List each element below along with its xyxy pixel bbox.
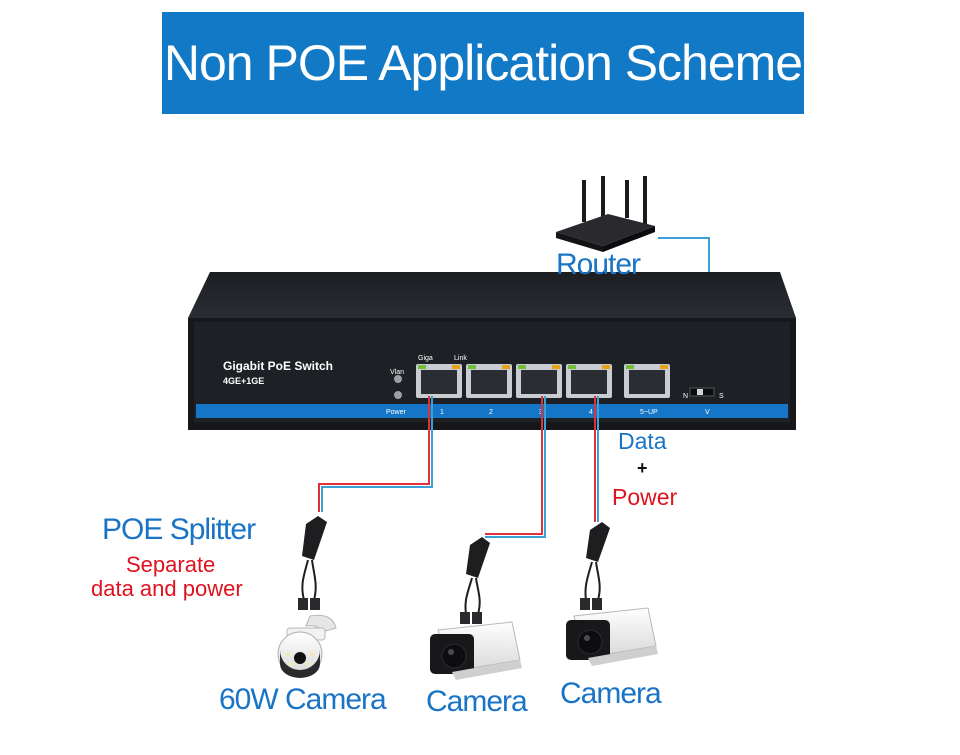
port-5-icon xyxy=(624,364,670,398)
page-title: Non POE Application Scheme xyxy=(163,35,803,91)
cable-port4 xyxy=(594,396,599,522)
giga-label: Giga xyxy=(418,355,433,362)
dip-label-n: N xyxy=(683,393,688,400)
splitter-title: POE Splitter xyxy=(102,513,256,546)
led-power-icon xyxy=(394,391,402,399)
dip-label-v: V xyxy=(705,409,710,416)
data-label: Data xyxy=(618,428,667,454)
led-vlan-icon xyxy=(394,375,402,383)
port-4-icon xyxy=(566,364,612,398)
cable-port1 xyxy=(318,396,433,512)
vlan-label: Vlan xyxy=(390,369,404,376)
ptz-camera-icon xyxy=(277,614,337,678)
camera-label-3: Camera xyxy=(560,677,662,710)
port-label-2: 2 xyxy=(489,409,493,416)
port-label-4: 4 xyxy=(589,409,593,416)
poe-splitter-icon xyxy=(298,516,327,610)
cable-port3 xyxy=(485,396,546,538)
port-1-icon xyxy=(416,364,462,398)
switch-spec-label: 4GE+1GE xyxy=(223,376,264,386)
plus-label: + xyxy=(637,458,648,478)
camera-label-60w: 60W Camera xyxy=(219,683,387,716)
dip-switch-icon xyxy=(689,387,715,397)
poe-splitter-icon xyxy=(580,522,610,610)
router-icon xyxy=(556,176,655,252)
splitter-desc-line1: Separate xyxy=(126,552,216,577)
dip-label-s: S xyxy=(719,393,724,400)
router-label: Router xyxy=(556,248,641,281)
port-label-1: 1 xyxy=(440,409,444,416)
splitter-desc-line2: data and power xyxy=(91,576,243,601)
bullet-camera-icon xyxy=(566,607,658,666)
port-3-icon xyxy=(516,364,562,398)
port-label-5: 5~UP xyxy=(640,409,658,416)
link-label: Link xyxy=(454,355,467,362)
camera-label-2: Camera xyxy=(426,685,528,718)
poe-splitter-icon xyxy=(460,537,490,624)
poe-switch xyxy=(188,272,796,430)
power-led-label: Power xyxy=(386,409,407,416)
title-banner: Non POE Application Scheme xyxy=(162,12,804,114)
port-2-icon xyxy=(466,364,512,398)
bullet-camera-icon xyxy=(430,621,522,680)
power-label: Power xyxy=(612,484,678,510)
switch-model-label: Gigabit PoE Switch xyxy=(223,359,333,373)
